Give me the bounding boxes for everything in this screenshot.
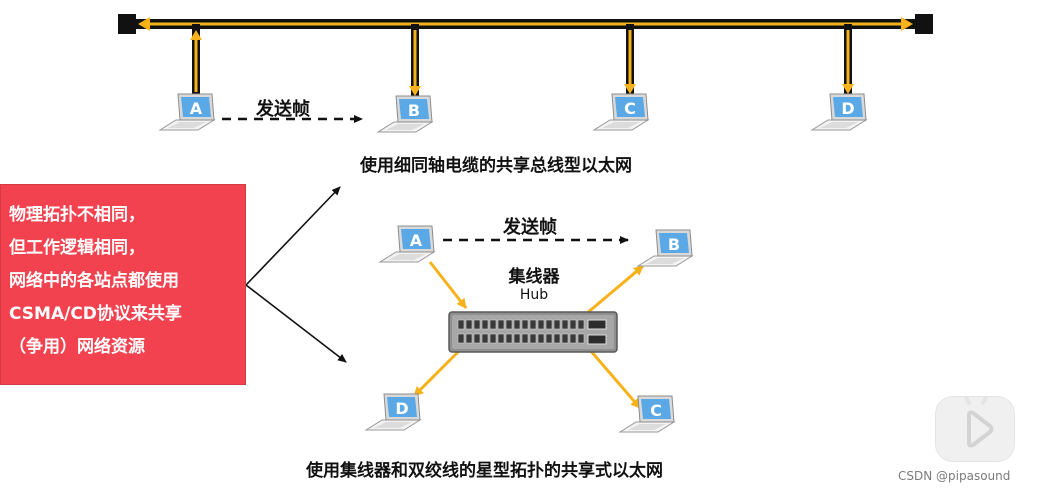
bus-cable bbox=[118, 14, 933, 34]
star-laptop-d: D bbox=[364, 393, 422, 431]
bus-laptop-label: C bbox=[624, 99, 636, 118]
hub-port bbox=[545, 319, 553, 330]
hub-port bbox=[521, 333, 529, 344]
hub-port bbox=[497, 319, 505, 330]
bus-laptop-c: C bbox=[592, 93, 650, 131]
hub-port bbox=[577, 333, 585, 344]
star-laptop-label: A bbox=[410, 231, 423, 250]
hub-port bbox=[537, 333, 545, 344]
star-laptop-label: D bbox=[395, 399, 408, 418]
bus-signal-arrow-left bbox=[138, 17, 150, 31]
bus-drop-a bbox=[190, 24, 202, 96]
hub-port bbox=[569, 319, 577, 330]
bus-laptop-a: A bbox=[158, 93, 216, 131]
star-laptop-a: A bbox=[378, 225, 436, 263]
note-arrow-up bbox=[245, 186, 341, 286]
hub-port bbox=[505, 319, 513, 330]
note-arrow-down bbox=[245, 284, 347, 363]
hub-port bbox=[577, 319, 585, 330]
hub-title: 集线器 bbox=[508, 267, 560, 287]
hub-port bbox=[537, 319, 545, 330]
star-link-a bbox=[428, 261, 468, 309]
bus-signal-arrow-right bbox=[901, 17, 913, 31]
hub-port bbox=[553, 333, 561, 344]
bus-laptop-label: B bbox=[408, 101, 420, 120]
note-line-3: 网络中的各站点都使用 bbox=[9, 271, 179, 291]
hub-port bbox=[473, 333, 481, 344]
hub-port bbox=[561, 319, 569, 330]
hub-port bbox=[489, 319, 497, 330]
hub-port bbox=[481, 319, 489, 330]
star-link-d bbox=[412, 348, 462, 398]
star-link-c bbox=[588, 349, 642, 409]
bus-terminator-right bbox=[915, 14, 933, 34]
hub-port bbox=[513, 333, 521, 344]
bus-drop-c bbox=[624, 24, 636, 96]
hub-port bbox=[561, 333, 569, 344]
note-box: 物理拓扑不相同， 但工作逻辑相同， 网络中的各站点都使用 CSMA/CD协议来共… bbox=[0, 184, 246, 385]
hub-subtitle: Hub bbox=[519, 287, 549, 303]
hub-port bbox=[553, 319, 561, 330]
hub-uplink-bottom bbox=[587, 334, 607, 345]
bus-drop-b bbox=[409, 24, 421, 98]
note-line-2: 但工作逻辑相同， bbox=[9, 238, 145, 258]
hub-port bbox=[465, 319, 473, 330]
bus-laptop-label: A bbox=[190, 99, 203, 118]
hub-port bbox=[473, 319, 481, 330]
star-laptop-label: C bbox=[650, 401, 662, 420]
hub-port bbox=[457, 333, 465, 344]
note-line-5: （争用）网络资源 bbox=[9, 337, 145, 357]
hub-port bbox=[545, 333, 553, 344]
hub-port bbox=[497, 333, 505, 344]
star-link-b bbox=[585, 264, 644, 316]
hub-port bbox=[481, 333, 489, 344]
star-frame-label: 发送帧 bbox=[503, 217, 557, 238]
bus-laptop-d: D bbox=[810, 93, 868, 131]
hub-port bbox=[569, 333, 577, 344]
star-laptop-label: B bbox=[668, 235, 680, 254]
video-play-button[interactable] bbox=[935, 396, 1015, 462]
hub-port bbox=[489, 333, 497, 344]
play-icon bbox=[963, 397, 994, 448]
hub-port bbox=[529, 333, 537, 344]
hub-port bbox=[529, 319, 537, 330]
watermark: CSDN @pipasound bbox=[898, 469, 1011, 483]
note-line-4: CSMA/CD协议来共享 bbox=[9, 304, 182, 324]
star-laptop-c: C bbox=[618, 395, 676, 433]
star-caption: 使用集线器和双绞线的星型拓扑的共享式以太网 bbox=[306, 461, 663, 481]
hub-port bbox=[465, 333, 473, 344]
bus-caption: 使用细同轴电缆的共享总线型以太网 bbox=[360, 156, 632, 176]
bus-terminator-left bbox=[118, 14, 136, 34]
bus-laptop-b: B bbox=[376, 95, 434, 133]
star-laptop-b: B bbox=[636, 229, 694, 267]
bus-frame-label: 发送帧 bbox=[256, 99, 310, 120]
bus-drop-d bbox=[842, 24, 854, 96]
hub-device bbox=[448, 311, 618, 353]
hub-port bbox=[505, 333, 513, 344]
hub-port bbox=[457, 319, 465, 330]
hub-port bbox=[521, 319, 529, 330]
hub-uplink-top bbox=[587, 319, 607, 330]
bus-laptop-label: D bbox=[841, 99, 854, 118]
hub-port bbox=[513, 319, 521, 330]
note-line-1: 物理拓扑不相同， bbox=[9, 205, 145, 225]
